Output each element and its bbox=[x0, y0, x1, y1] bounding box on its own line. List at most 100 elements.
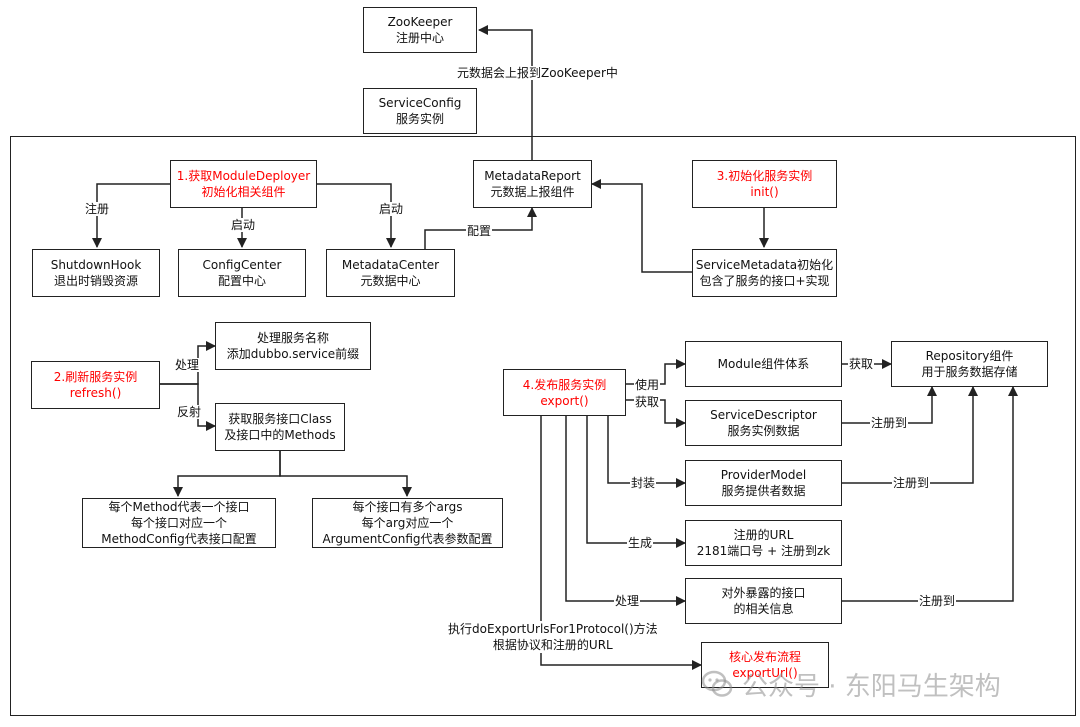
watermark: 公众号 · 东阳马生架构 bbox=[700, 664, 1060, 704]
exposed-interface-subtitle: 的相关信息 bbox=[733, 602, 794, 616]
registered-url-title: 注册的URL bbox=[733, 528, 794, 542]
service-descriptor-title: ServiceDescriptor bbox=[710, 408, 817, 422]
metadata-report-box: MetadataReport 元数据上报组件 bbox=[473, 160, 592, 208]
service-descriptor-box: ServiceDescriptor 服务实例数据 bbox=[685, 400, 842, 446]
module-deployer-title: 1.获取ModuleDeployer bbox=[176, 169, 311, 183]
edge-deployer-to-shutdownhook bbox=[92, 183, 170, 248]
label-register: 注册 bbox=[84, 202, 111, 216]
get-interface-title: 获取服务接口Class bbox=[228, 412, 332, 426]
shutdown-hook-subtitle: 退出时销毁资源 bbox=[53, 274, 138, 288]
edge-export-to-exposed bbox=[565, 416, 686, 606]
edge-getinterface-to-methodconfig bbox=[173, 451, 281, 497]
export-url-title: 核心发布流程 bbox=[728, 650, 801, 664]
edge-export-to-exporturl bbox=[540, 416, 702, 670]
label-register-to-3: 注册到 bbox=[918, 594, 957, 608]
label-report-to-zk: 元数据会上报到ZooKeeper中 bbox=[456, 66, 619, 80]
service-config-box: ServiceConfig 服务实例 bbox=[363, 88, 477, 134]
process-name-title: 处理服务名称 bbox=[256, 331, 329, 345]
service-descriptor-subtitle: 服务实例数据 bbox=[727, 424, 800, 438]
metadata-center-box: MetadataCenter 元数据中心 bbox=[326, 249, 455, 297]
service-metadata-subtitle: 包含了服务的接口+实现 bbox=[699, 274, 830, 288]
argument-config-line2: 每个arg对应一个 bbox=[361, 516, 454, 530]
process-name-subtitle: 添加dubbo.service前缀 bbox=[226, 347, 360, 361]
service-config-subtitle: 服务实例 bbox=[395, 112, 444, 126]
get-interface-box: 获取服务接口Class 及接口中的Methods bbox=[215, 403, 345, 451]
method-config-line2: 每个接口对应一个 bbox=[130, 516, 227, 530]
repository-box: Repository组件 用于服务数据存储 bbox=[891, 341, 1048, 387]
edge-providermodel-to-repository bbox=[842, 386, 978, 484]
edge-getinterface-to-argumentconfig bbox=[279, 451, 412, 497]
label-register-to-2: 注册到 bbox=[892, 476, 931, 490]
provider-model-title: ProviderModel bbox=[720, 468, 807, 482]
module-deployer-box: 1.获取ModuleDeployer 初始化相关组件 bbox=[170, 160, 317, 208]
label-process: 处理 bbox=[174, 358, 201, 372]
export-box: 4.发布服务实例 export() bbox=[503, 369, 626, 416]
init-instance-box: 3.初始化服务实例 init() bbox=[692, 160, 837, 208]
metadata-center-title: MetadataCenter bbox=[341, 258, 440, 272]
export-url-subtitle: exportUrl() bbox=[732, 666, 798, 680]
edge-report-to-zookeeper bbox=[478, 25, 533, 160]
refresh-title: 2.刷新服务实例 bbox=[53, 370, 138, 384]
zookeeper-box: ZooKeeper 注册中心 bbox=[363, 7, 477, 53]
method-config-line1: 每个Method代表一个接口 bbox=[108, 500, 250, 514]
module-system-box: Module组件体系 bbox=[685, 341, 842, 387]
label-start-1: 启动 bbox=[230, 218, 257, 232]
module-system-title: Module组件体系 bbox=[717, 357, 810, 371]
metadata-report-title: MetadataReport bbox=[484, 169, 581, 183]
export-title: 4.发布服务实例 bbox=[522, 377, 607, 392]
service-metadata-title: ServiceMetadata初始化 bbox=[695, 258, 834, 272]
argument-config-line1: 每个接口有多个args bbox=[352, 500, 463, 514]
init-instance-title: 3.初始化服务实例 bbox=[716, 169, 813, 183]
label-start-2: 启动 bbox=[378, 202, 405, 216]
main-frame bbox=[10, 136, 1076, 716]
refresh-subtitle: refresh() bbox=[69, 386, 122, 400]
edge-servicemetadata-to-report bbox=[591, 179, 692, 273]
metadata-center-subtitle: 元数据中心 bbox=[360, 274, 421, 288]
service-metadata-box: ServiceMetadata初始化 包含了服务的接口+实现 bbox=[692, 249, 837, 297]
export-subtitle: export() bbox=[540, 393, 589, 408]
label-generate: 生成 bbox=[627, 536, 654, 550]
service-config-title: ServiceConfig bbox=[378, 96, 462, 110]
watermark-text: 公众号 · 东阳马生架构 bbox=[742, 671, 1001, 702]
label-obtain-2: 获取 bbox=[848, 357, 875, 371]
refresh-box: 2.刷新服务实例 refresh() bbox=[31, 361, 160, 409]
label-use: 使用 bbox=[634, 378, 661, 392]
get-interface-subtitle: 及接口中的Methods bbox=[224, 428, 336, 442]
label-encapsulate: 封装 bbox=[630, 476, 657, 490]
repository-title: Repository组件 bbox=[925, 349, 1014, 363]
module-deployer-subtitle: 初始化相关组件 bbox=[201, 185, 286, 199]
label-configure: 配置 bbox=[466, 224, 493, 238]
exposed-interface-title: 对外暴露的接口 bbox=[721, 586, 806, 600]
provider-model-box: ProviderModel 服务提供者数据 bbox=[685, 460, 842, 506]
repository-subtitle: 用于服务数据存储 bbox=[921, 365, 1018, 379]
label-register-to-1: 注册到 bbox=[870, 416, 909, 430]
config-center-title: ConfigCenter bbox=[202, 258, 282, 272]
label-obtain: 获取 bbox=[634, 395, 661, 409]
argument-config-box: 每个接口有多个args 每个arg对应一个 ArgumentConfig代表参数… bbox=[312, 498, 503, 548]
zookeeper-subtitle: 注册中心 bbox=[395, 31, 444, 45]
shutdown-hook-title: ShutdownHook bbox=[50, 258, 142, 272]
label-do-export-line1: 执行doExportUrlsFor1Protocol()方法 bbox=[448, 622, 658, 636]
label-do-export-line2: 根据协议和注册的URL bbox=[492, 638, 613, 652]
label-reflect: 反射 bbox=[176, 405, 203, 419]
label-process-2: 处理 bbox=[614, 594, 641, 608]
edge-deployer-to-metadatacenter bbox=[317, 183, 396, 248]
method-config-line3: MethodConfig代表接口配置 bbox=[101, 532, 257, 546]
label-do-export: 执行doExportUrlsFor1Protocol()方法 根据协议和注册的U… bbox=[447, 621, 659, 653]
config-center-box: ConfigCenter 配置中心 bbox=[178, 249, 306, 297]
argument-config-line3: ArgumentConfig代表参数配置 bbox=[322, 532, 493, 546]
exposed-interface-box: 对外暴露的接口 的相关信息 bbox=[685, 578, 842, 624]
init-instance-subtitle: init() bbox=[750, 185, 779, 199]
process-name-box: 处理服务名称 添加dubbo.service前缀 bbox=[215, 322, 371, 370]
zookeeper-title: ZooKeeper bbox=[387, 15, 453, 29]
metadata-report-subtitle: 元数据上报组件 bbox=[490, 185, 575, 199]
registered-url-subtitle: 2181端口号 + 注册到zk bbox=[696, 544, 831, 558]
edge-exposed-to-repository bbox=[842, 386, 1018, 602]
provider-model-subtitle: 服务提供者数据 bbox=[721, 484, 806, 498]
wechat-icon bbox=[701, 670, 733, 697]
edge-export-to-providermodel bbox=[607, 416, 686, 488]
registered-url-box: 注册的URL 2181端口号 + 注册到zk bbox=[685, 520, 842, 566]
shutdown-hook-box: ShutdownHook 退出时销毁资源 bbox=[32, 249, 160, 297]
config-center-subtitle: 配置中心 bbox=[217, 274, 266, 288]
method-config-box: 每个Method代表一个接口 每个接口对应一个 MethodConfig代表接口… bbox=[82, 498, 276, 548]
